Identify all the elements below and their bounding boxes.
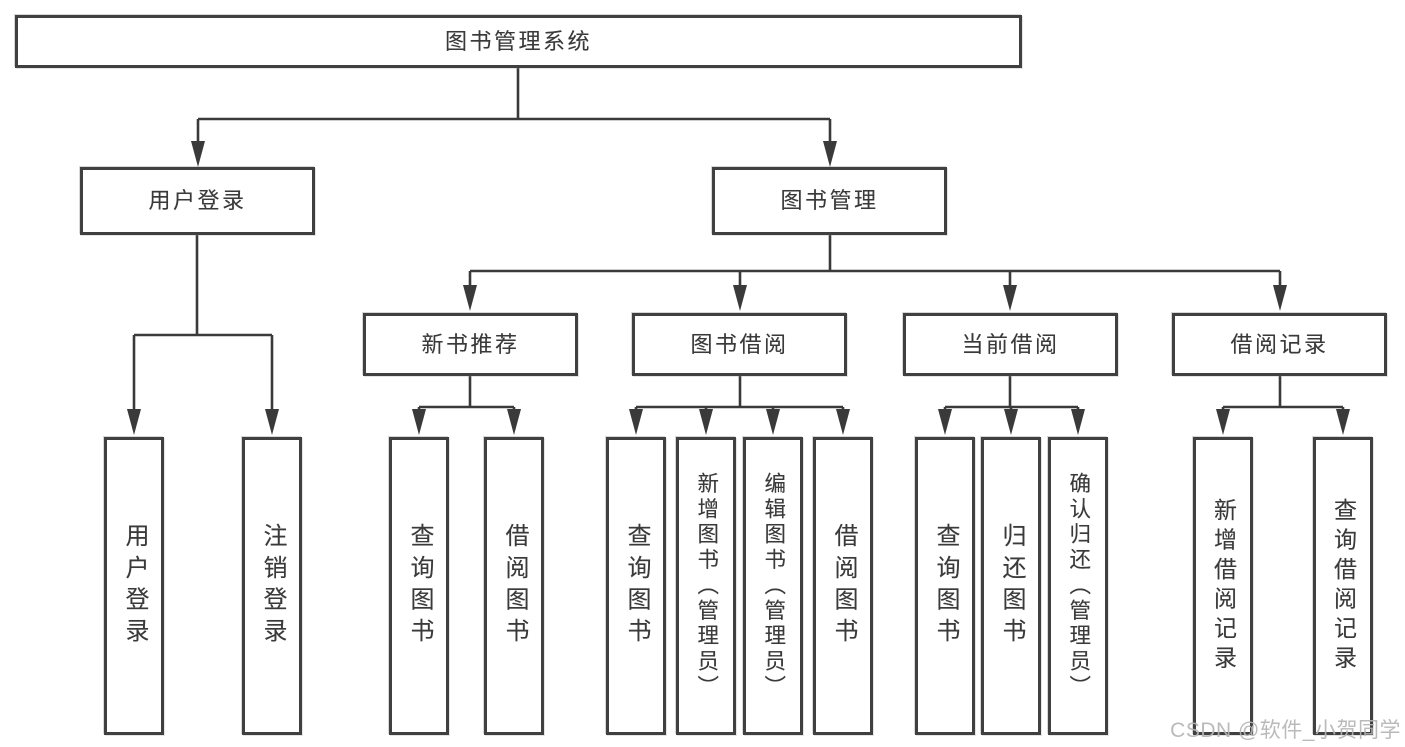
leaf-bb-query-books: 查询图书 bbox=[606, 437, 666, 735]
connector-borrow-records-split bbox=[1221, 375, 1345, 410]
arrowhead bbox=[1273, 285, 1287, 311]
node-current-borrowing: 当前借阅 bbox=[903, 313, 1118, 376]
leaf-bb-add-books-admin-label: 新增图书（管理员） bbox=[694, 471, 719, 701]
leaf-bb-add-books-admin: 新增图书（管理员） bbox=[676, 437, 736, 735]
node-root: 图书管理系统 bbox=[15, 15, 1022, 68]
node-root-label: 图书管理系统 bbox=[444, 28, 592, 54]
arrowhead bbox=[823, 141, 837, 167]
arrowhead bbox=[629, 409, 643, 435]
connector-book-mgmt-split bbox=[468, 234, 1282, 286]
leaf-cb-query-books: 查询图书 bbox=[915, 437, 975, 735]
connector-book-borrow-split bbox=[634, 375, 845, 410]
leaf-cb-query-books-label: 查询图书 bbox=[932, 522, 959, 650]
arrowhead bbox=[733, 285, 747, 311]
arrowhead bbox=[463, 285, 477, 311]
connector-new-book-split bbox=[417, 375, 516, 410]
node-book-mgmt: 图书管理 bbox=[712, 167, 947, 235]
arrowhead bbox=[1004, 409, 1018, 435]
arrowhead bbox=[1216, 409, 1230, 435]
arrowhead bbox=[191, 141, 205, 167]
leaf-user-login: 用户登录 bbox=[104, 437, 164, 735]
arrowhead bbox=[507, 409, 521, 435]
arrowhead bbox=[127, 409, 141, 435]
node-borrow-records-label: 借阅记录 bbox=[1230, 331, 1329, 357]
leaf-cb-return-books: 归还图书 bbox=[981, 437, 1041, 735]
node-user-login: 用户登录 bbox=[80, 167, 315, 235]
leaf-nbr-query-books-label: 查询图书 bbox=[406, 522, 433, 650]
arrowhead bbox=[938, 409, 952, 435]
node-book-borrowing-label: 图书借阅 bbox=[690, 331, 789, 357]
node-new-book-rec: 新书推荐 bbox=[363, 313, 578, 376]
connector-current-borrow-split bbox=[943, 375, 1080, 410]
arrowhead bbox=[836, 409, 850, 435]
csdn-watermark: CSDN @软件_小贺同学 bbox=[1170, 719, 1401, 742]
connector-user-login-split bbox=[132, 234, 274, 410]
leaf-br-query-record-label: 查询借阅记录 bbox=[1330, 497, 1357, 675]
leaf-bb-edit-books-admin: 编辑图书（管理员） bbox=[743, 437, 803, 735]
arrowhead bbox=[766, 409, 780, 435]
node-current-borrowing-label: 当前借阅 bbox=[961, 331, 1060, 357]
arrowhead bbox=[412, 409, 426, 435]
leaf-user-login-label: 用户登录 bbox=[121, 522, 148, 650]
leaf-bb-query-books-label: 查询图书 bbox=[623, 522, 650, 650]
leaf-bb-borrow-books-label: 借阅图书 bbox=[830, 522, 857, 650]
node-book-mgmt-label: 图书管理 bbox=[780, 188, 879, 213]
leaf-cb-confirm-return-admin: 确认归还（管理员） bbox=[1048, 437, 1108, 735]
node-user-login-label: 用户登录 bbox=[148, 188, 247, 213]
node-new-book-rec-label: 新书推荐 bbox=[421, 331, 520, 357]
leaf-br-query-record: 查询借阅记录 bbox=[1313, 437, 1373, 735]
leaf-cb-return-books-label: 归还图书 bbox=[998, 522, 1025, 650]
leaf-nbr-borrow-books-label: 借阅图书 bbox=[501, 522, 528, 650]
arrowhead bbox=[1003, 285, 1017, 311]
leaf-logout: 注销登录 bbox=[242, 437, 302, 735]
connector-root-split bbox=[196, 68, 832, 142]
leaf-br-add-record-label: 新增借阅记录 bbox=[1210, 497, 1237, 675]
leaf-cb-confirm-return-admin-label: 确认归还（管理员） bbox=[1066, 471, 1091, 701]
arrowhead bbox=[699, 409, 713, 435]
arrowhead bbox=[1071, 409, 1085, 435]
node-book-borrowing: 图书借阅 bbox=[632, 313, 847, 376]
leaf-bb-borrow-books: 借阅图书 bbox=[813, 437, 873, 735]
leaf-br-add-record: 新增借阅记录 bbox=[1193, 437, 1253, 735]
leaf-nbr-query-books: 查询图书 bbox=[389, 437, 449, 735]
arrowhead bbox=[1336, 409, 1350, 435]
leaf-logout-label: 注销登录 bbox=[259, 522, 286, 650]
leaf-bb-edit-books-admin-label: 编辑图书（管理员） bbox=[761, 471, 786, 701]
arrowhead bbox=[265, 409, 279, 435]
leaf-nbr-borrow-books: 借阅图书 bbox=[484, 437, 544, 735]
node-borrow-records: 借阅记录 bbox=[1172, 313, 1387, 376]
